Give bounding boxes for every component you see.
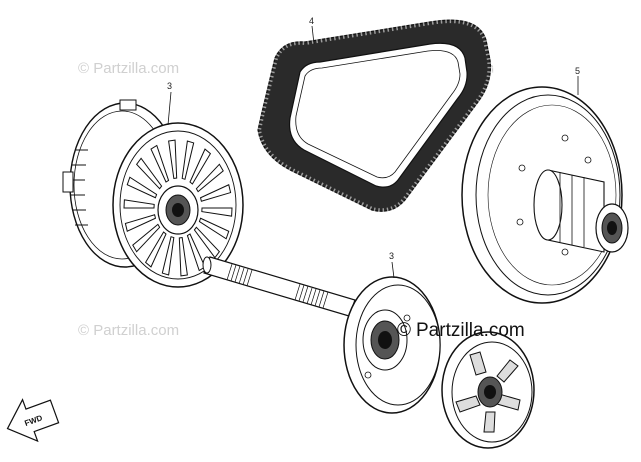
fan-blade	[161, 236, 175, 276]
fan-blade	[135, 157, 163, 190]
callout-3-top: 3	[167, 81, 172, 91]
fan-blade	[181, 140, 195, 180]
leader-line-drive-face	[391, 261, 395, 279]
fan-blade	[132, 223, 161, 253]
driven-pulley	[461, 86, 629, 304]
leader-line-drive-clutch	[167, 91, 172, 126]
fan-blade	[123, 199, 155, 209]
clutch-spider	[441, 331, 535, 449]
fan-blade	[144, 231, 167, 268]
leader-line-belt	[311, 25, 315, 45]
drive-clutch	[62, 99, 244, 288]
watermark-center: Partzilla.com	[416, 320, 525, 341]
fan-blade	[126, 176, 158, 199]
drive-belt	[254, 17, 494, 215]
splined-shaft	[202, 256, 356, 317]
callout-4: 4	[309, 16, 314, 26]
fan-blade	[193, 226, 221, 259]
callout-3-center: 3	[389, 251, 394, 261]
fan-blade	[198, 217, 230, 240]
callout-5: 5	[575, 66, 580, 76]
drive-face	[343, 276, 441, 414]
watermark-top-left: © Partzilla.com	[78, 60, 179, 77]
fan-blade	[201, 207, 233, 217]
fan-blade	[168, 139, 178, 180]
watermark-bottom-left: © Partzilla.com	[78, 322, 179, 339]
fan-blade	[195, 163, 224, 193]
fan-blade	[186, 233, 206, 272]
fan-blade	[150, 144, 170, 183]
fan-blade	[189, 148, 212, 185]
fan-blade	[178, 236, 188, 277]
watermark-center-copyright: ©	[397, 320, 411, 341]
fan-blade	[199, 184, 232, 202]
fan-blade	[124, 214, 157, 232]
fwd-arrow-icon: FWD	[6, 398, 60, 443]
